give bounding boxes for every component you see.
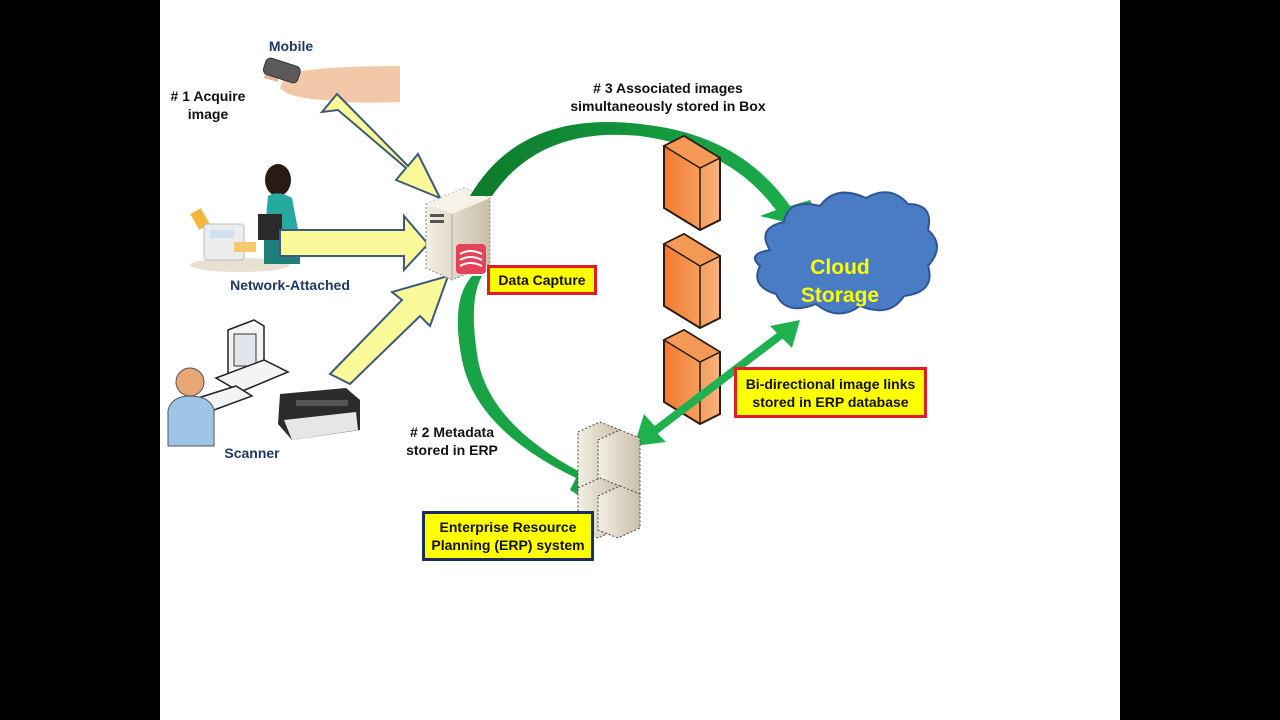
cloud-line2: Storage [800,284,880,307]
step3-label: # 3 Associated images simultaneously sto… [560,79,776,115]
diagram-canvas [167,57,938,539]
cloud-storage-label: Cloud Storage [780,254,900,310]
capture-logo-icon [456,244,486,274]
erp-system-box: Enterprise Resource Planning (ERP) syste… [422,511,594,561]
firewall-icon [662,328,722,426]
cloud-line1: Cloud [810,256,870,279]
network-attached-label: Network-Attached [230,277,350,293]
step2-line1: # 2 Metadata [409,424,495,440]
step1-line2: image [187,106,229,122]
step2-line2: stored in ERP [406,442,498,458]
cloud-icon [753,191,938,315]
desktop-computer-icon [196,319,290,411]
mobile-phone-hand-icon [262,57,400,103]
slide: Mobile Network-Attached Scanner # 1 Acqu… [160,0,1120,720]
mobile-label: Mobile [268,38,314,54]
step3-line2: simultaneously stored in Box [570,98,766,114]
yellow-arrow-scanner-to-capture [328,274,450,386]
bidirectional-links-box: Bi-directional image links stored in ERP… [734,367,927,418]
erp-line1: Enterprise Resource [439,519,577,535]
user-person-icon [167,367,215,447]
data-capture-box: Data Capture [487,265,597,295]
firewall-icon [662,232,722,330]
green-arc-capture-to-erp [457,276,588,500]
green-arc-capture-to-cloud [470,122,828,232]
bidirectional-arrow-cloud-erp [634,320,800,446]
bidir-line1: Bi-directional image links [745,375,916,392]
scanner-label: Scanner [224,445,280,461]
document-scanner-icon [278,388,360,440]
erp-server-cluster-icon [577,421,641,539]
erp-line2: Planning (ERP) system [431,537,585,553]
yellow-arrow-mobile-to-capture [319,92,443,200]
firewall-icon [662,134,722,232]
capture-server-icon [425,187,491,281]
step3-line1: # 3 Associated images [593,80,743,96]
step1-label: # 1 Acquire image [160,87,256,123]
bidir-line2: stored in ERP database [752,393,909,410]
step1-line1: # 1 Acquire [170,88,246,104]
data-capture-text: Data Capture [498,272,586,288]
yellow-arrow-network-to-capture [279,213,430,273]
step2-label: # 2 Metadata stored in ERP [396,423,508,459]
